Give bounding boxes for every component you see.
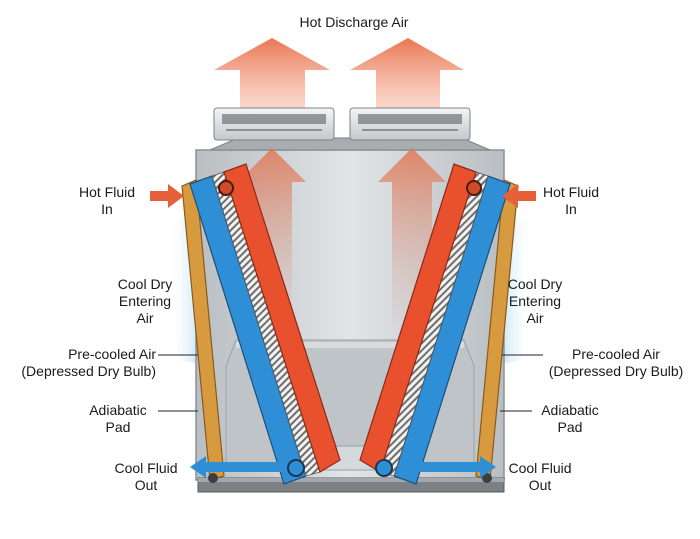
cool-fluid-out-arrow-left	[190, 456, 282, 478]
adiabatic-pad-left	[181, 179, 225, 481]
bolt-left-icon	[208, 473, 218, 483]
label-cool-fluid-out-right: Cool Fluid Out	[508, 460, 572, 493]
coil-left	[189, 163, 341, 485]
hot-fluid-in-arrow-left	[150, 184, 184, 208]
label-hot-fluid-in-right: Hot Fluid In	[542, 184, 600, 217]
label-cool-dry-entering-air-right: Cool Dry Entering Air	[507, 276, 563, 326]
label-adiabatic-pad-right: Adiabatic Pad	[541, 402, 599, 435]
hot-fluid-in-arrow-right	[502, 184, 536, 208]
hot-discharge-arrow-right	[350, 38, 464, 108]
cool-fluid-out-arrow-right	[404, 456, 496, 478]
fan-right	[349, 107, 471, 141]
label-cool-fluid-out-left: Cool Fluid Out	[114, 460, 178, 493]
label-precooled-air-right: Pre-cooled Air (Depressed Dry Bulb)	[548, 346, 684, 379]
label-adiabatic-pad-left: Adiabatic Pad	[89, 402, 147, 435]
fan-left	[213, 107, 335, 141]
label-cool-dry-entering-air-left: Cool Dry Entering Air	[117, 276, 173, 326]
hot-discharge-arrow-left	[214, 38, 330, 108]
label-hot-discharge-air: Hot Discharge Air	[299, 14, 409, 30]
base-rail	[197, 477, 505, 493]
adiabatic-pad-right	[475, 179, 519, 481]
label-precooled-air-left: Pre-cooled Air (Depressed Dry Bulb)	[21, 346, 156, 379]
bolt-right-icon	[482, 473, 492, 483]
label-hot-fluid-in-left: Hot Fluid In	[78, 184, 136, 217]
coil-right	[359, 163, 511, 485]
